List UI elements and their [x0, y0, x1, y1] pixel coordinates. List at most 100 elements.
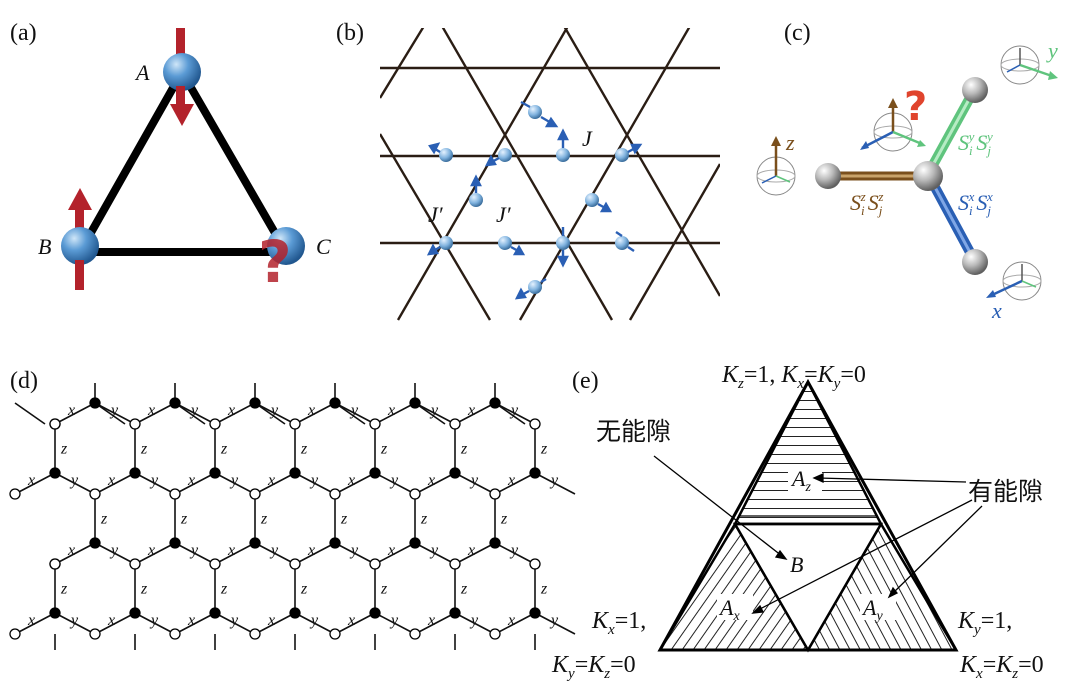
- sz-i-sup: z: [860, 189, 866, 204]
- bond-label-z: z: [300, 441, 308, 458]
- y-bond: [214, 472, 256, 495]
- panel-a: (a) A B ? C: [10, 20, 331, 296]
- phase-label-az: Az: [790, 466, 811, 495]
- x-bond: [134, 402, 176, 425]
- bond-label-x: x: [507, 612, 515, 629]
- axis-label-x: x: [991, 298, 1002, 323]
- top-z-sub: z: [737, 376, 744, 392]
- bond-label-y: y: [189, 402, 199, 419]
- sublattice-b-site: [489, 628, 501, 640]
- kagome-site: [556, 148, 570, 162]
- bond-label-y: y: [429, 542, 439, 559]
- site-sphere-top: [962, 77, 988, 103]
- bond-label-z: z: [220, 441, 228, 458]
- sz-j-base: S: [868, 190, 879, 215]
- sx-j-sup: x: [986, 189, 993, 204]
- gizmo-y-stub: [1021, 280, 1037, 288]
- bond-label-y: y: [469, 472, 479, 489]
- kagome-site: [585, 193, 599, 207]
- site-a: A: [134, 28, 201, 126]
- edge-stub: [334, 402, 366, 425]
- right-eq0: =0: [1018, 652, 1044, 678]
- arrow-gapped-to-ax: [757, 499, 973, 611]
- ax-sub: x: [732, 609, 740, 624]
- sublattice-a-site: [49, 607, 61, 619]
- x-bond: [214, 402, 256, 425]
- x-bond: [494, 612, 536, 635]
- y-bond: [294, 612, 336, 635]
- kagome-sites: [439, 105, 629, 294]
- bond-label-x: x: [147, 542, 155, 559]
- arrow-head: [887, 586, 899, 599]
- right-eq1: =1,: [981, 608, 1013, 634]
- bond-label-y: y: [149, 612, 159, 629]
- bond-label-x: x: [267, 472, 275, 489]
- panel-e-label: (e): [572, 368, 599, 394]
- y-bond: [374, 472, 416, 495]
- bond-label-y: y: [549, 472, 559, 489]
- bond-label-y: y: [509, 542, 519, 559]
- right-z-sub: z: [1011, 666, 1018, 682]
- bond-label-z: z: [300, 581, 308, 598]
- sublattice-a-site: [129, 607, 141, 619]
- top-k3: K: [817, 362, 836, 388]
- left-x-sub: x: [607, 622, 615, 638]
- sublattice-a-site: [329, 537, 341, 549]
- x-bond: [94, 612, 136, 635]
- bond-label-jprime-right: J′: [496, 202, 512, 227]
- bond-label-y: y: [229, 472, 239, 489]
- ay-label-bg: [860, 594, 896, 620]
- y-bond: [414, 542, 456, 565]
- x-bond: [54, 542, 96, 565]
- x-bond: [254, 472, 296, 495]
- sx-j-base: S: [976, 190, 987, 215]
- top-eq1: =1,: [744, 362, 782, 388]
- x-bond: [214, 542, 256, 565]
- corner-label-top: Kz=1, Kx=Ky=0: [721, 362, 866, 392]
- axis-label-z: z: [785, 130, 795, 155]
- sublattice-b-site: [409, 628, 421, 640]
- panel-e: (e) Az B Ax Ay 无能隙 有能隙 Kz=1, Kx=: [551, 362, 1044, 682]
- sublattice-b-site: [329, 488, 341, 500]
- x-bond: [294, 402, 336, 425]
- bond-label-x: x: [427, 472, 435, 489]
- bond-label-x: x: [307, 542, 315, 559]
- sublattice-a-site: [369, 467, 381, 479]
- bond-label-z: z: [140, 441, 148, 458]
- spin-arrow-a-shaft: [176, 28, 185, 58]
- y-bond: [334, 542, 376, 565]
- bond-label-y: y: [189, 542, 199, 559]
- spin-arrow-b-upper: [75, 208, 84, 236]
- x-bond: [14, 612, 56, 635]
- right-k3: K: [995, 652, 1014, 678]
- gizmo-y-line: [892, 130, 923, 146]
- gapless-label: 无能隙: [596, 417, 671, 446]
- kagome-site: [615, 236, 629, 250]
- sublattice-b-site: [49, 418, 61, 430]
- sublattice-b-site: [89, 628, 101, 640]
- arrow-gapped-to-ay: [891, 505, 983, 595]
- edge-stub: [174, 402, 206, 425]
- kagome-site: [469, 193, 483, 207]
- panel-a-label: (a): [10, 20, 37, 46]
- kagome-lattice: [380, 28, 720, 321]
- left-k3: K: [587, 652, 606, 678]
- left-k1: K: [591, 608, 610, 634]
- site-c: ? C: [258, 227, 331, 296]
- site-b: B: [38, 188, 99, 290]
- left-z-sub: z: [603, 666, 610, 682]
- sy-i-sub: i: [969, 143, 973, 158]
- x-bond: [254, 612, 296, 635]
- left-eq: =: [575, 652, 589, 678]
- sublattice-b-site: [529, 418, 541, 430]
- sublattice-a-site: [289, 607, 301, 619]
- y-bond: [454, 472, 496, 495]
- az-base: A: [790, 466, 806, 491]
- y-bond: [374, 612, 416, 635]
- bond-label-y: y: [469, 612, 479, 629]
- top-y-sub: y: [832, 376, 841, 392]
- x-bond: [94, 472, 136, 495]
- sphere-a: [163, 53, 201, 91]
- x-bond: [414, 612, 456, 635]
- site-sphere-bottom: [962, 249, 988, 275]
